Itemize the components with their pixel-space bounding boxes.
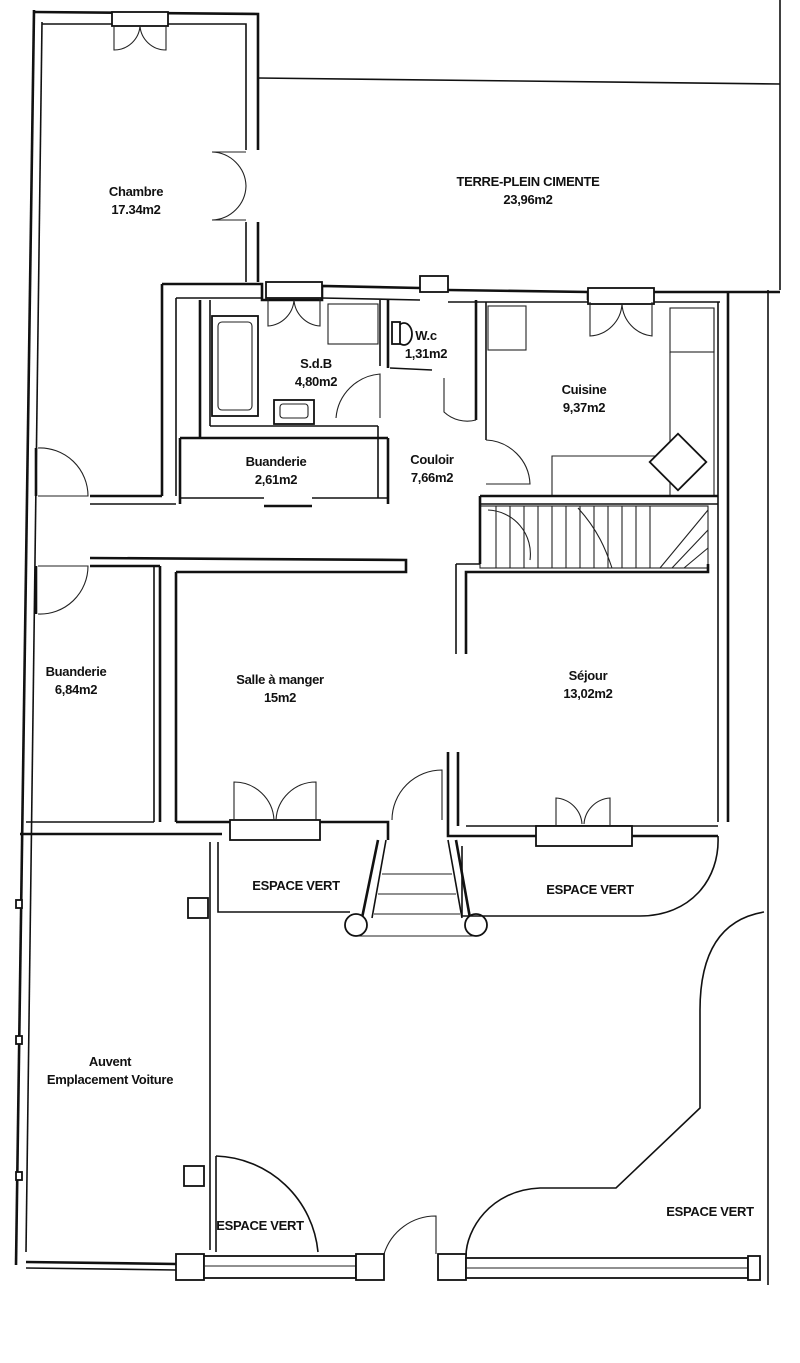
terre-plein-area: 23,96m2 bbox=[503, 192, 552, 207]
wc-area: 1,31m2 bbox=[405, 346, 447, 361]
front-garden-beds bbox=[183, 835, 719, 1250]
espace-vert-bottom-left: ESPACE VERT bbox=[216, 1218, 304, 1233]
room-labels: Chambre 17.34m2 TERRE-PLEIN CIMENTE 23,9… bbox=[46, 174, 755, 1233]
buanderie-large-area: 6,84m2 bbox=[55, 682, 97, 697]
bottom-fence bbox=[25, 1253, 761, 1281]
cuisine-label: Cuisine bbox=[562, 382, 607, 397]
buanderie-large-label: Buanderie bbox=[46, 664, 107, 679]
staircase bbox=[479, 505, 709, 569]
salle-a-manger-label: Salle à manger bbox=[236, 672, 324, 687]
bottom-garden bbox=[215, 911, 765, 1257]
chambre-area: 17.34m2 bbox=[111, 202, 160, 217]
salle-a-manger-area: 15m2 bbox=[264, 690, 296, 705]
chambre-label: Chambre bbox=[109, 184, 163, 199]
buanderie-small-area: 2,61m2 bbox=[255, 472, 297, 487]
sdb-label: S.d.B bbox=[300, 356, 332, 371]
bathtub bbox=[211, 315, 259, 417]
wc-walls bbox=[389, 275, 487, 440]
terre-plein-label: TERRE-PLEIN CIMENTE bbox=[456, 174, 600, 189]
sdb-walls bbox=[180, 281, 390, 440]
espace-vert-front-right: ESPACE VERT bbox=[546, 882, 634, 897]
buanderie-small-walls bbox=[178, 426, 390, 508]
couloir-area: 7,66m2 bbox=[411, 470, 453, 485]
sdb-cabinet bbox=[327, 303, 379, 345]
front-steps bbox=[344, 839, 488, 937]
espace-vert-bottom-right: ESPACE VERT bbox=[666, 1204, 754, 1219]
left-side-doors bbox=[34, 447, 89, 615]
chambre-walls bbox=[33, 10, 260, 282]
wc-label: W.c bbox=[415, 328, 437, 343]
buanderie-large-walls bbox=[20, 566, 222, 836]
chambre-door-to-terrace bbox=[211, 151, 247, 221]
sdb-door-arc bbox=[335, 373, 381, 419]
couloir-walls bbox=[89, 496, 710, 654]
chambre-french-window bbox=[113, 25, 167, 51]
sejour-area: 13,02m2 bbox=[563, 686, 612, 701]
auvent-label: Auvent bbox=[89, 1054, 132, 1069]
sdb-area: 4,80m2 bbox=[295, 374, 337, 389]
cuisine-walls bbox=[480, 287, 718, 505]
sdb-sink bbox=[273, 399, 315, 425]
site-boundary bbox=[14, 0, 781, 1285]
carport-walls bbox=[15, 899, 23, 1181]
espace-vert-front-left: ESPACE VERT bbox=[252, 878, 340, 893]
toilet-icon bbox=[391, 321, 413, 346]
living-walls bbox=[174, 572, 718, 847]
buanderie-small-label: Buanderie bbox=[246, 454, 307, 469]
sejour-label: Séjour bbox=[569, 668, 608, 683]
cuisine-area: 9,37m2 bbox=[563, 400, 605, 415]
auvent-sublabel: Emplacement Voiture bbox=[47, 1072, 173, 1087]
core-walls bbox=[90, 282, 780, 822]
couloir-label: Couloir bbox=[410, 452, 454, 467]
